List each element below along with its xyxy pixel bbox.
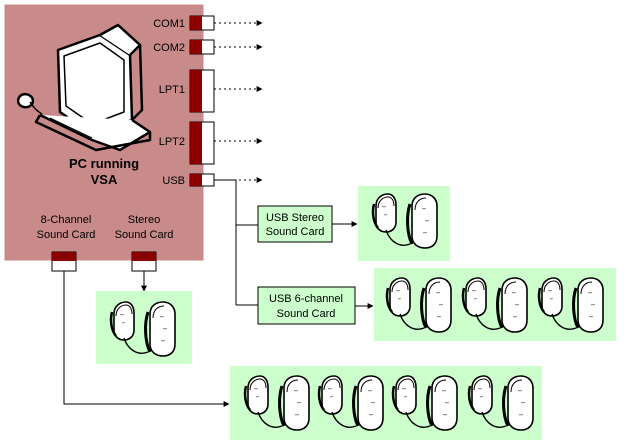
eight-channel-label-line1: 8-Channel — [41, 214, 92, 226]
pc-title-line1: PC running — [69, 156, 139, 171]
usb-six-channel-device — [257, 286, 356, 325]
usb-stereo-label-line1: USB Stereo — [266, 212, 324, 224]
usb-stereo-device — [257, 205, 333, 243]
speaker-group-eight-channel — [230, 366, 542, 440]
pc-title-line2: VSA — [91, 172, 118, 187]
stereo-card-label-line2: Sound Card — [115, 229, 174, 241]
port-label-lpt2: LPT2 — [159, 136, 185, 148]
port-label-usb: USB — [162, 175, 185, 187]
port-label-com2: COM2 — [153, 42, 185, 54]
port-label-lpt1: LPT1 — [159, 84, 185, 96]
usb-six-channel-label-line1: USB 6-channel — [269, 293, 343, 305]
stereo-card-label-line1: Stereo — [128, 214, 160, 226]
port-label-com1: COM1 — [153, 18, 185, 30]
usb-six-channel-label-line2: Sound Card — [277, 308, 336, 320]
usb-stereo-label-line2: Sound Card — [266, 226, 325, 238]
computer-icon — [16, 23, 152, 152]
eight-channel-label-line2: Sound Card — [37, 229, 96, 241]
